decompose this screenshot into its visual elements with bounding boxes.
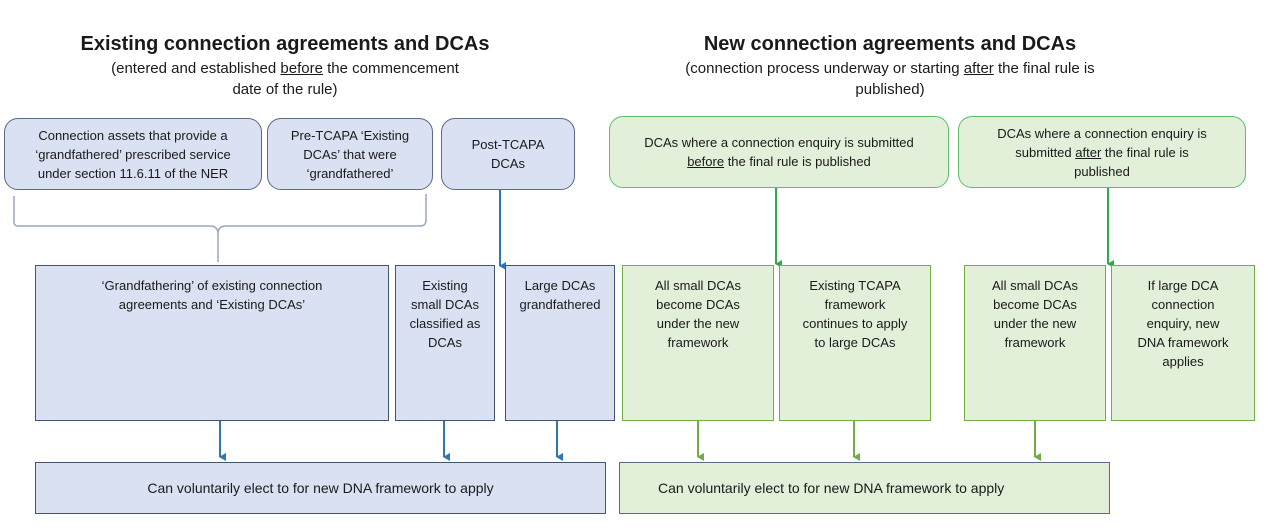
box-line: enquiry, new bbox=[1146, 316, 1220, 331]
outcome-large-dca-new-framework: If large DCA connection enquiry, new DNA… bbox=[1111, 265, 1255, 421]
source-enquiry-after: DCAs where a connection enquiry is submi… bbox=[958, 116, 1246, 188]
box-line-end: the final rule is published bbox=[724, 154, 871, 169]
box-line-end: the final rule is bbox=[1101, 144, 1189, 160]
outcome-small-dcas-after: All small DCAs become DCAs under the new… bbox=[964, 265, 1106, 421]
right-subheading-text: (connection process underway or starting bbox=[685, 60, 964, 77]
box-line: Large DCAs bbox=[524, 278, 596, 293]
box-line: ‘grandfathered’ prescribed service bbox=[35, 146, 231, 162]
box-line: continues to apply bbox=[802, 316, 908, 331]
box-line: Existing TCAPA bbox=[809, 278, 901, 293]
box-line: under section 11.6.11 of the NER bbox=[37, 165, 229, 181]
box-line: submitted after the final rule is bbox=[1015, 143, 1188, 162]
box-line: to large DCAs bbox=[814, 335, 896, 350]
final-left-voluntary-election: Can voluntarily elect to for new DNA fra… bbox=[35, 462, 606, 514]
right-subheading-emphasis: after bbox=[963, 60, 994, 77]
grouping-brace bbox=[13, 194, 427, 262]
source-pre-tcapa: Pre-TCAPA ‘Existing DCAs’ that were ‘gra… bbox=[267, 118, 433, 190]
box-line: DCAs bbox=[491, 156, 525, 171]
outcome-tcapa-large-dcas: Existing TCAPA framework continues to ap… bbox=[779, 265, 931, 421]
outcome-grandfathering: ‘Grandfathering’ of existing connection … bbox=[35, 265, 389, 421]
emphasis: after bbox=[1075, 144, 1102, 160]
left-subheading: (entered and established before the comm… bbox=[30, 58, 540, 100]
box-line: connection bbox=[1151, 297, 1215, 312]
final-right-voluntary-election: Can voluntarily elect to for new DNA fra… bbox=[619, 462, 1110, 514]
left-subheading-line2: date of the rule) bbox=[232, 81, 338, 98]
box-line: Post-TCAPA bbox=[471, 137, 545, 152]
box-line: Existing bbox=[422, 278, 468, 293]
box-line: become DCAs bbox=[993, 297, 1077, 312]
box-line: grandfathered bbox=[519, 297, 601, 312]
left-heading: Existing connection agreements and DCAs bbox=[80, 33, 490, 55]
box-line: Pre-TCAPA ‘Existing bbox=[290, 127, 410, 143]
box-line: framework bbox=[1004, 335, 1066, 350]
box-line: before the final rule is published bbox=[687, 152, 871, 171]
box-line: If large DCA bbox=[1147, 278, 1219, 293]
box-line: All small DCAs bbox=[992, 278, 1078, 293]
source-connection-assets: Connection assets that provide a ‘grandf… bbox=[4, 118, 262, 190]
right-heading: New connection agreements and DCAs bbox=[703, 33, 1077, 55]
outcome-existing-small-dcas: Existing small DCAs classified as DCAs bbox=[395, 265, 495, 421]
box-line: DCAs where a connection enquiry is submi… bbox=[644, 135, 914, 150]
emphasis: before bbox=[687, 154, 725, 169]
box-line: under the new bbox=[656, 316, 740, 331]
left-subheading-text-end: the commencement bbox=[322, 60, 459, 77]
box-line-start: submitted bbox=[1015, 144, 1076, 160]
box-line: ‘grandfathered’ bbox=[306, 165, 394, 181]
right-subheading-text-end: the final rule is bbox=[993, 60, 1095, 77]
left-subheading-emphasis: before bbox=[280, 60, 323, 77]
box-line: agreements and ‘Existing DCAs’ bbox=[118, 297, 306, 312]
box-line: framework bbox=[824, 297, 886, 312]
box-line: ‘Grandfathering’ of existing connection bbox=[101, 278, 323, 293]
box-line: become DCAs bbox=[656, 297, 740, 312]
right-subheading-line2: published) bbox=[855, 81, 925, 98]
box-line: DCAs bbox=[428, 335, 462, 350]
box-line: under the new bbox=[993, 316, 1077, 331]
box-line: DCAs where a connection enquiry is bbox=[997, 125, 1207, 141]
right-subheading: (connection process underway or starting… bbox=[620, 58, 1160, 100]
left-subheading-text: (entered and established bbox=[111, 60, 281, 77]
box-line: small DCAs bbox=[411, 297, 479, 312]
source-enquiry-before: DCAs where a connection enquiry is submi… bbox=[609, 116, 949, 188]
source-post-tcapa: Post-TCAPA DCAs bbox=[441, 118, 575, 190]
box-line: framework bbox=[667, 335, 729, 350]
box-line: Connection assets that provide a bbox=[38, 127, 228, 143]
box-line: All small DCAs bbox=[655, 278, 741, 293]
outcome-small-dcas-before: All small DCAs become DCAs under the new… bbox=[622, 265, 774, 421]
outcome-large-dcas-grandfathered: Large DCAs grandfathered bbox=[505, 265, 615, 421]
box-line: published bbox=[1074, 163, 1130, 179]
box-line: DNA framework bbox=[1137, 335, 1229, 350]
box-line: classified as bbox=[409, 316, 481, 331]
box-line: applies bbox=[1162, 354, 1204, 369]
box-line: DCAs’ that were bbox=[303, 146, 397, 162]
